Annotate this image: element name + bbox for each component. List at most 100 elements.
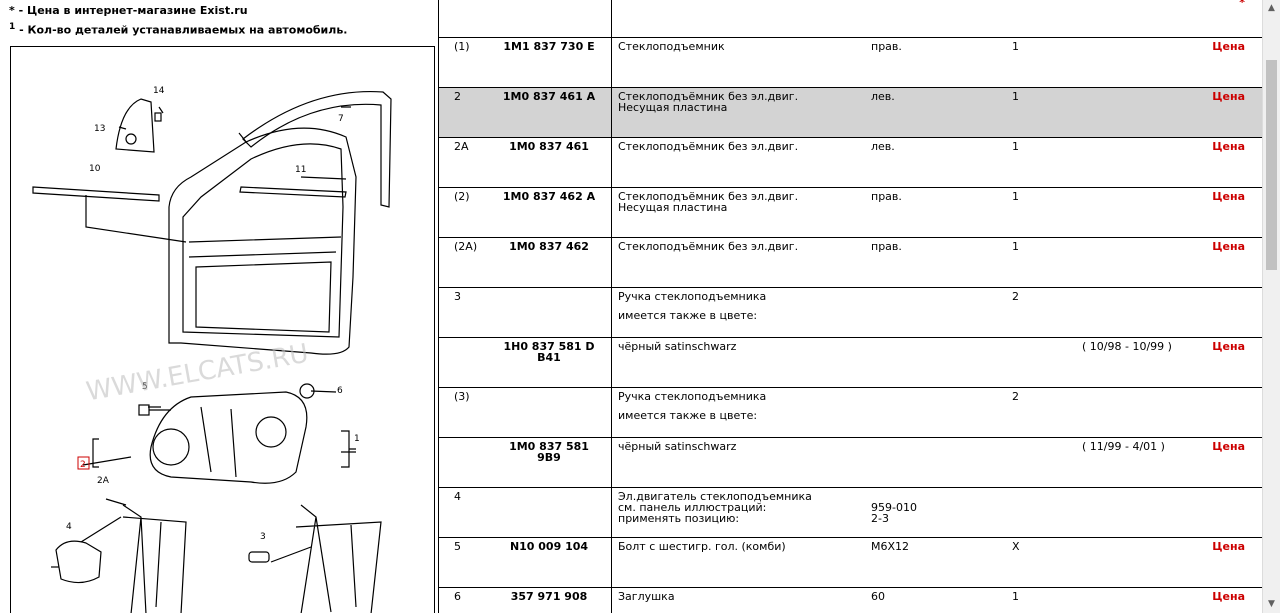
table-row[interactable]: 1H0 837 581 D B41 чёрный satinschwarz ( 10… <box>439 338 1262 388</box>
price-link[interactable]: Цена <box>1212 440 1245 453</box>
row-position: 2 <box>454 90 461 103</box>
part-color-note: имеется также в цвете: <box>618 309 758 322</box>
row-position: 6 <box>454 590 461 603</box>
part-quantity: 1 <box>1012 240 1019 253</box>
callout-1: 1 <box>354 434 360 444</box>
table-row[interactable]: 2A 1M0 837 461 Стеклоподъёмник без эл.двиг… <box>439 138 1262 188</box>
table-row[interactable]: 3 Ручка стеклоподъемника имеется также в ц… <box>439 288 1262 338</box>
part-remark: прав. <box>871 40 902 53</box>
row-position: (2A) <box>454 240 478 253</box>
callout-13: 13 <box>94 124 105 134</box>
part-number: 1M0 837 461 A <box>502 90 596 103</box>
callout-6: 6 <box>337 386 343 396</box>
part-name: Стеклоподъемник <box>618 40 725 53</box>
row-position: 5 <box>454 540 461 553</box>
part-quantity: 1 <box>1012 40 1019 53</box>
parts-diagram-drawing: 14 13 10 11 7 5 6 1 2A 4 3 2 WWW.ELCATS.… <box>32 86 392 613</box>
row-position: 2A <box>454 140 469 153</box>
part-name: Ручка стеклоподъемника <box>618 290 767 303</box>
callout-7: 7 <box>338 114 344 124</box>
part-number: 1M0 837 462 <box>509 240 589 253</box>
scroll-down-icon[interactable]: ▼ <box>1268 599 1275 609</box>
note-price-text: - Цена в интернет-магазине Exist.ru <box>18 4 248 17</box>
part-name: Заглушка <box>618 590 675 603</box>
price-link[interactable]: Цена <box>1212 90 1245 103</box>
table-row-previous: * <box>439 0 1262 38</box>
part-quantity: 1 <box>1012 90 1019 103</box>
part-color-note: имеется также в цвете: <box>618 409 758 422</box>
part-number: 1M0 837 462 A <box>502 190 596 203</box>
left-panel: * - Цена в интернет-магазине Exist.ru 1 … <box>0 0 438 613</box>
part-name: чёрный satinschwarz <box>618 440 737 453</box>
parts-diagram[interactable]: 14 13 10 11 7 5 6 1 2A 4 3 2 WWW.ELCATS.… <box>10 46 435 613</box>
part-number: 1M1 837 730 E <box>503 40 595 53</box>
door-frame-shape <box>168 127 357 355</box>
part-number: 1M0 837 581 9B9 <box>509 440 589 464</box>
part-name: Стеклоподъёмник без эл.двиг. <box>618 240 799 253</box>
part-number: 357 971 908 <box>510 590 588 603</box>
table-row[interactable]: (1) 1M1 837 730 E Стеклоподъемник прав. 1 Цен… <box>439 38 1262 88</box>
previous-price-fragment: * <box>1239 0 1245 9</box>
part-remark: прав. <box>871 240 902 253</box>
price-link[interactable]: Цена <box>1212 240 1245 253</box>
table-row[interactable]: (2) 1M0 837 462 A Стеклоподъёмник без эл.д… <box>439 188 1262 238</box>
callout-3: 3 <box>260 532 266 542</box>
part-name: Эл.двигатель стеклоподъемника см. панель… <box>618 490 812 525</box>
vertical-scrollbar[interactable]: ▲ ▼ <box>1262 0 1280 613</box>
part-name: Стеклоподъёмник без эл.двиг. <box>618 140 799 153</box>
table-row[interactable]: 2 1M0 837 461 A Стеклоподъёмник без эл.дви… <box>439 88 1262 138</box>
part-number: 1H0 837 581 D B41 <box>503 340 595 364</box>
note-quantity-text: - Кол-во деталей устанавливаемых на авто… <box>19 23 348 37</box>
price-link[interactable]: Цена <box>1212 590 1245 603</box>
part-remark: лев. <box>871 140 895 153</box>
note-price: * - Цена в интернет-магазине Exist.ru <box>9 4 248 17</box>
part-quantity: 1 <box>1012 190 1019 203</box>
callout-11: 11 <box>295 165 306 175</box>
part-name: Болт с шестигр. гол. (комби) <box>618 540 786 553</box>
part-quantity: 1 <box>1012 140 1019 153</box>
price-link[interactable]: Цена <box>1212 540 1245 553</box>
callout-2A: 2A <box>97 476 110 486</box>
part-quantity: 2 <box>1012 390 1019 403</box>
part-quantity: X <box>1012 540 1020 553</box>
table-row[interactable]: 5 N10 009 104 Болт с шестигр. гол. (комби)… <box>439 538 1262 588</box>
price-link[interactable]: Цена <box>1212 190 1245 203</box>
table-row[interactable]: (2A) 1M0 837 462 Стеклоподъёмник без эл.дв… <box>439 238 1262 288</box>
part-remark: M6X12 <box>871 540 910 553</box>
callout-5: 5 <box>142 382 148 392</box>
part-name: Ручка стеклоподъемника <box>618 390 767 403</box>
price-link[interactable]: Цена <box>1212 340 1245 353</box>
table-row[interactable]: 1M0 837 581 9B9 чёрный satinschwarz ( 11/9… <box>439 438 1262 488</box>
callout-14: 14 <box>153 86 165 96</box>
table-row[interactable]: 6 357 971 908 Заглушка 60 1 Цена <box>439 588 1262 613</box>
part-quantity: 1 <box>1012 590 1019 603</box>
part-name: чёрный satinschwarz <box>618 340 737 353</box>
row-position: 3 <box>454 290 461 303</box>
part-remark: 60 <box>871 590 885 603</box>
row-position: (3) <box>454 390 470 403</box>
part-remark: 959-010 2-3 <box>871 501 917 525</box>
part-quantity: 2 <box>1012 290 1019 303</box>
callout-2-highlight: 2 <box>80 460 86 470</box>
row-position: (1) <box>454 40 470 53</box>
table-row[interactable]: (3) Ручка стеклоподъемника имеется также в… <box>439 388 1262 438</box>
part-number: N10 009 104 <box>509 540 589 553</box>
part-number: 1M0 837 461 <box>509 140 589 153</box>
note-quantity: 1 - Кол-во деталей устанавливаемых на ав… <box>9 22 347 37</box>
price-link[interactable]: Цена <box>1212 140 1245 153</box>
part-remark: лев. <box>871 90 895 103</box>
note-quantity-mark: 1 <box>9 22 16 32</box>
part-date-range: ( 10/98 - 10/99 ) <box>1082 340 1172 353</box>
part-date-range: ( 11/99 - 4/01 ) <box>1082 440 1165 453</box>
row-position: (2) <box>454 190 470 203</box>
note-price-mark: * <box>9 4 15 17</box>
scroll-thumb[interactable] <box>1266 60 1277 270</box>
part-name: Стеклоподъёмник без эл.двиг. Несущая пла… <box>618 190 799 214</box>
callout-10: 10 <box>89 164 101 174</box>
scroll-up-icon[interactable]: ▲ <box>1268 3 1275 13</box>
part-name: Стеклоподъёмник без эл.двиг. Несущая пла… <box>618 90 799 114</box>
price-link[interactable]: Цена <box>1212 40 1245 53</box>
part-remark: прав. <box>871 190 902 203</box>
